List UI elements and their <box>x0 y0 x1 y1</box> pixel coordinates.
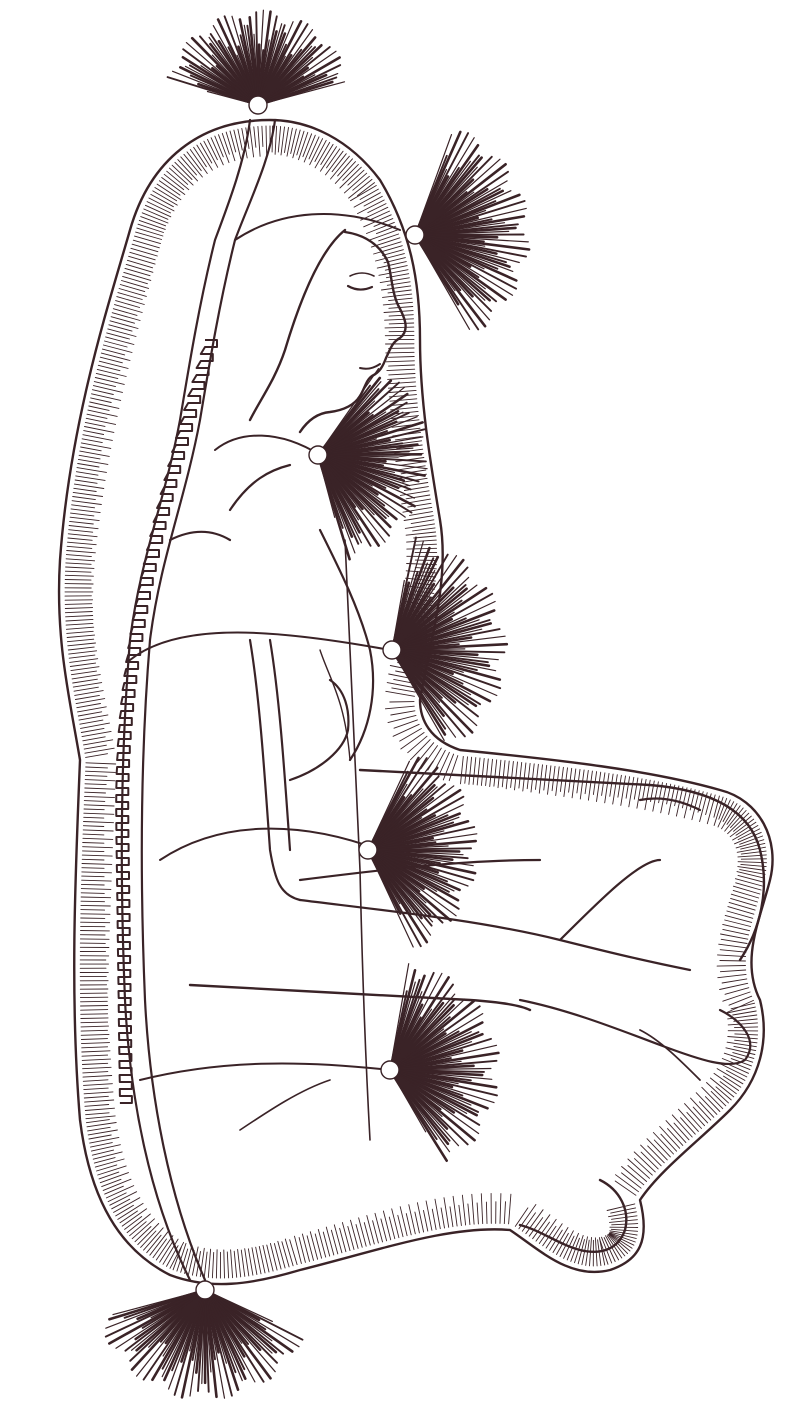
figure-outline <box>170 230 764 1252</box>
chakra-burst-solar-plexus <box>359 758 477 947</box>
chakra-bursts <box>106 10 529 1398</box>
spine <box>116 340 217 1103</box>
chakra-burst-root <box>106 1281 303 1398</box>
energy-channels <box>122 120 400 1280</box>
chakra-burst-heart <box>383 538 507 741</box>
chakra-burst-sacral <box>381 964 498 1161</box>
chakra-burst-brow <box>406 132 529 329</box>
chakra-burst-crown <box>168 10 345 114</box>
